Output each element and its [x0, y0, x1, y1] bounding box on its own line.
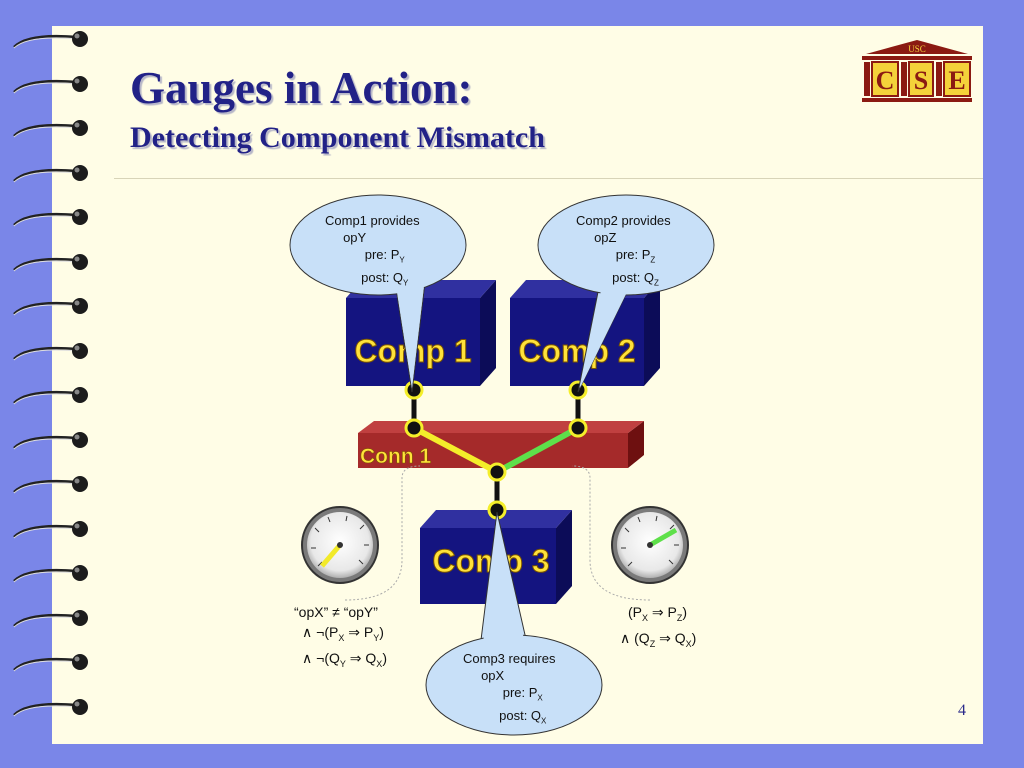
right-gauge-needle [648, 527, 678, 548]
port-nodes [404, 380, 588, 520]
conn1-right-port[interactable] [568, 418, 588, 438]
binding-ring [13, 609, 88, 627]
binding-ring [13, 476, 88, 494]
slide-title: Gauges in Action: [130, 63, 473, 113]
bubble-comp3 [425, 511, 603, 736]
binding-ring [13, 209, 88, 227]
binding-ring [13, 387, 88, 405]
svg-text:S: S [914, 66, 928, 95]
binding-ring [13, 654, 88, 672]
component-2[interactable]: Comp 2 [510, 280, 660, 386]
connector-1-label: Conn 1 [360, 445, 431, 468]
bubble-comp2 [537, 194, 715, 393]
svg-text:USC: USC [908, 44, 926, 54]
comp1-port[interactable] [404, 380, 424, 400]
binding-ring [13, 431, 88, 449]
conn1-left-port[interactable] [404, 418, 424, 438]
right-gauge-link [571, 465, 651, 601]
binding-ring [13, 120, 88, 138]
green-link-comp2-comp3 [495, 425, 580, 475]
bubble-comp1 [289, 194, 467, 393]
slide-subtitle: Detecting Component Mismatch [130, 121, 545, 154]
page-number: 4 [958, 702, 966, 719]
bubble-comp3-text: Comp3 requires opX pre: PX post: QX [463, 651, 556, 726]
binding-ring [13, 698, 88, 716]
title-divider [114, 178, 983, 179]
binding-ring [13, 565, 88, 583]
yellow-link-comp1-comp3 [412, 425, 499, 475]
binding-ring [13, 253, 88, 271]
svg-text:C: C [876, 66, 895, 95]
left-gauge-needle [320, 543, 342, 568]
right-gauge [611, 506, 689, 584]
binding-ring [13, 75, 88, 93]
binding-ring [13, 520, 88, 538]
match-formula-right: (PX ⇒ PZ) ∧ (QZ ⇒ QX) [620, 604, 697, 649]
left-gauge [301, 506, 379, 584]
binding-ring [13, 164, 88, 182]
svg-text:E: E [948, 66, 965, 95]
bubble-comp1-text: Comp1 provides opY pre: PY post: QY [325, 213, 420, 288]
binding-ring [13, 298, 88, 316]
mismatch-formula-left: “opX” ≠ “opY” ∧ ¬(PX ⇒ PY) ∧ ¬(QY ⇒ QX) [294, 604, 387, 669]
component-2-label: Comp 2 [518, 333, 635, 369]
connector-1[interactable]: Conn 1 [358, 421, 644, 468]
binding-ring [13, 342, 88, 360]
bubble-comp2-text: Comp2 provides opZ pre: PZ post: QZ [576, 213, 671, 288]
usc-cse-logo: USC C S E [862, 40, 972, 102]
conn1-bottom-port[interactable] [487, 462, 507, 482]
binding-ring [13, 31, 88, 49]
